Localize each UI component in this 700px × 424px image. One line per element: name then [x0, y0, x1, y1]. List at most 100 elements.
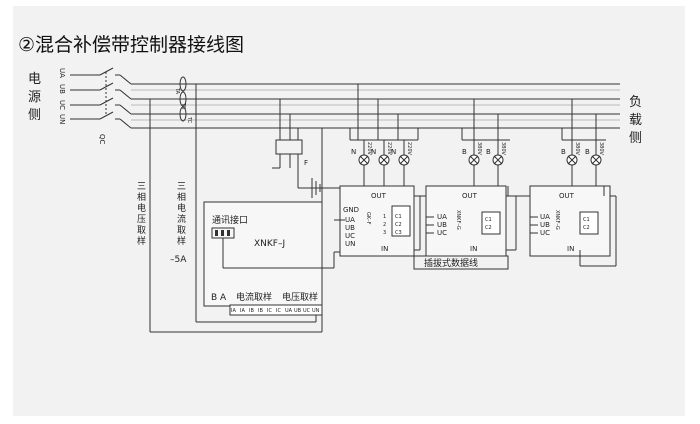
- terminal-labels: IA IA IB IB IC IC UA UB UC UN: [231, 308, 320, 314]
- cap-voltage: 380V: [574, 142, 580, 156]
- in-label: IN: [567, 245, 574, 253]
- phase-label: UB: [58, 84, 66, 94]
- out-label: OUT: [371, 192, 387, 200]
- terminal-label: IB: [249, 308, 254, 314]
- terminal-strip: [229, 304, 323, 316]
- current-sample-label: 电流取样: [236, 291, 272, 303]
- terminal-label: UA: [285, 308, 293, 314]
- in-label: IN: [470, 245, 477, 253]
- input-label: UA: [345, 216, 355, 224]
- comm-pin-icon: [215, 230, 218, 236]
- input-label: UC: [540, 229, 550, 237]
- voltage-sampling-label: 三 相 电 压 取 样: [137, 182, 146, 247]
- module-model: XNKF–G: [455, 210, 461, 230]
- vs-char: 样: [137, 235, 146, 247]
- cap-label: C1: [583, 217, 590, 223]
- module-model: XNKF–G: [554, 210, 560, 230]
- ground-symbol: [311, 178, 321, 198]
- cap-voltage: 220V: [366, 142, 372, 156]
- current-rating: –5A: [170, 255, 187, 265]
- vs-char: 电: [137, 202, 146, 214]
- cap-label: C2: [485, 225, 492, 231]
- power-side-char: 侧: [28, 108, 41, 123]
- input-label: UB: [540, 221, 550, 229]
- terminal-label: UB: [294, 308, 302, 314]
- out-label: OUT: [559, 192, 575, 200]
- cs-char: 流: [177, 213, 186, 225]
- main-bus: [131, 83, 620, 129]
- power-side-char: 电: [28, 72, 41, 87]
- in-label: IN: [381, 245, 388, 253]
- terminal-label: UN: [312, 308, 320, 314]
- load-side-char: 侧: [629, 131, 642, 146]
- current-sampling-label: 三 相 电 流 取 样 –5A: [170, 182, 187, 265]
- plug-cable-box: [413, 255, 509, 270]
- cap-label: C3: [395, 230, 402, 236]
- module-3-caps: B B 380V 380V: [561, 99, 606, 186]
- controller-model: XNKF–J: [254, 239, 285, 249]
- input-label: UN: [345, 240, 355, 248]
- load-side-char: 负: [629, 95, 642, 110]
- sampling-wires: [149, 84, 323, 333]
- qc-label: QC: [98, 134, 106, 145]
- load-side-char: 载: [629, 113, 642, 128]
- port-num: 3: [383, 230, 386, 236]
- out-label: OUT: [462, 192, 478, 200]
- vs-char: 相: [137, 191, 146, 203]
- current-transformers: [179, 76, 187, 122]
- module-1-caps: N N N 220V 220V 220V: [349, 84, 419, 186]
- cs-char: 样: [177, 235, 186, 247]
- terminal-label: IB: [258, 308, 263, 314]
- lamp-label: N: [351, 148, 356, 156]
- lamp-label: N: [371, 148, 376, 156]
- cap-label: C1: [395, 214, 402, 220]
- terminal-label: IA: [240, 308, 245, 314]
- phase-label: UC: [58, 100, 66, 110]
- vs-char: 压: [137, 214, 146, 225]
- fuse-wires: [272, 99, 340, 189]
- cap-voltage: 220V: [386, 142, 392, 156]
- ct-label: TC: [186, 116, 192, 124]
- lamp-label: B: [486, 148, 491, 156]
- ba-label: B A: [211, 293, 227, 303]
- lamp-label: B: [462, 148, 467, 156]
- phase-labels: UA UB UC UN: [58, 68, 66, 124]
- module-2-caps: B B 380V 380V: [461, 99, 510, 186]
- module-3: OUT IN UA UB UC XNKF–G C1 C2: [529, 185, 611, 257]
- power-side-label: 电 源 侧: [28, 72, 41, 123]
- cs-char: 取: [177, 225, 186, 236]
- input-label: UC: [437, 229, 447, 237]
- cap-label: C2: [395, 222, 402, 228]
- plug-cable-label: 插拔式数据线: [424, 257, 478, 269]
- comm-pin-icon: [227, 230, 230, 236]
- cs-char: 三: [177, 182, 186, 192]
- input-label: UA: [540, 213, 550, 221]
- fuse-block: [275, 139, 303, 155]
- cap-voltage: 220V: [406, 142, 412, 156]
- vs-char: 三: [137, 182, 146, 192]
- ct-label: TA: [174, 87, 180, 95]
- phase-label: UN: [58, 114, 66, 124]
- comm-pin-icon: [221, 230, 224, 236]
- comm-port-label: 通讯接口: [212, 214, 248, 226]
- module-1: GND OUT IN UA UB UC UN GK–F 1 2 3 C1 C2 …: [339, 185, 415, 257]
- port-num: 1: [383, 214, 386, 220]
- input-label: UB: [345, 224, 355, 232]
- fuse-label: F: [304, 159, 308, 167]
- cap-label: C1: [485, 217, 492, 223]
- port-num: 2: [383, 222, 386, 228]
- input-label: UA: [437, 213, 447, 221]
- module-interconnect: [414, 186, 617, 267]
- diagram-title: ②混合补偿带控制器接线图: [18, 34, 244, 56]
- bus-shadow: [131, 89, 620, 121]
- cap-voltage: 380V: [500, 142, 506, 156]
- terminal-label: UC: [303, 308, 311, 314]
- load-side-label: 负 载 侧: [629, 95, 642, 146]
- cap-voltage: 380V: [598, 142, 604, 156]
- gnd-label: GND: [343, 206, 359, 214]
- cs-char: 相: [177, 191, 186, 203]
- power-side-char: 源: [28, 90, 41, 105]
- module-2: OUT IN UA UB UC XNKF–G C1 C2: [425, 185, 507, 257]
